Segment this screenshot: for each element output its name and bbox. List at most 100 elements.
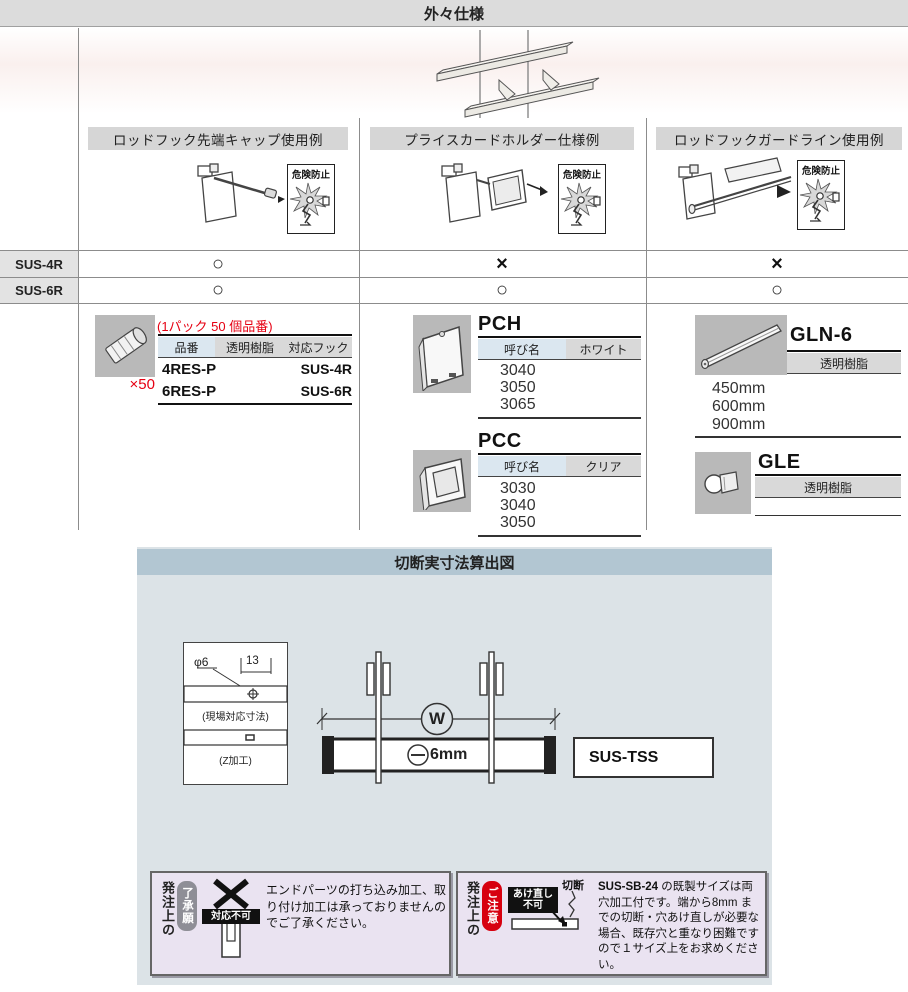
detail-drawing-lines <box>183 658 288 746</box>
order-note-box-1: 発注上の 了承願 対応不可 エンドパーツの打ち込み加工、取り付け加工は承っており… <box>150 871 451 976</box>
no-redrill-badge-line1: あけ直し <box>513 888 553 900</box>
gln-product-image <box>695 315 787 375</box>
phi6-label: φ6 <box>194 655 209 669</box>
gln-title: GLN-6 <box>790 323 853 346</box>
note2-badge: ご注意 <box>482 881 502 931</box>
hazard-box-col3: 危険防止 <box>797 160 845 230</box>
gln-bottom-rule <box>695 436 901 438</box>
pcc-product-image <box>413 450 471 512</box>
note2-text: SUS-SB-24 の既製サイズは両穴加工付です。端から8mm までの切断・穴あ… <box>598 880 762 973</box>
row-line-top <box>0 250 908 251</box>
pch-header-name: 呼び名 <box>478 339 566 359</box>
gln-size-3: 900mm <box>712 416 766 433</box>
res-title-rule <box>158 334 352 336</box>
res-cap-illustration <box>105 327 147 364</box>
model-sus4r: SUS-4R <box>15 256 63 272</box>
compat-cell-4r-col2: × <box>496 252 508 275</box>
cut-section-title: 切断実寸法算出図 <box>394 554 515 572</box>
pcc-holder-illustration <box>419 458 466 510</box>
pch-bottom-rule <box>478 417 641 419</box>
cut-section-title-band: 切断実寸法算出図 <box>137 549 772 575</box>
hazard-box-col2: 危険防止 <box>558 164 606 234</box>
pch-header-color: ホワイト <box>566 339 641 359</box>
hazard-label-col2: 危険防止 <box>562 170 601 181</box>
res-header-hook: 対応フック <box>285 337 352 357</box>
no-redrill-badge: あけ直し不可 <box>513 889 553 912</box>
column-header-guard-line-label: ロッドフックガードライン使用例 <box>674 132 884 148</box>
top-rails-illustration <box>436 30 600 118</box>
compat-cell-4r-col1: ○ <box>211 252 225 275</box>
hazard-burst-icon <box>799 178 840 222</box>
pcc-header-name: 呼び名 <box>478 456 566 476</box>
minus-6mm-label: 6mm <box>430 746 468 763</box>
compat-cell-6r-col1: ○ <box>211 278 225 301</box>
note2-text-bold: SUS-SB-24 <box>598 881 659 893</box>
pch-size-3: 3065 <box>500 395 536 413</box>
res-header-rule <box>158 357 352 358</box>
note2-text-body: の既製サイズは両穴加工付です。端から8mm までの切断・穴あけ直しが必要な場合、… <box>598 881 759 971</box>
compat-cell-6r-col3: ○ <box>770 278 784 301</box>
sus-tss-box: SUS-TSS <box>573 737 714 778</box>
pcc-size-3: 3050 <box>500 513 536 531</box>
divider-col2-col3 <box>646 118 647 530</box>
pch-size-1: 3040 <box>500 361 536 379</box>
gle-material: 透明樹脂 <box>755 477 901 497</box>
res-hook-4: SUS-4R <box>300 361 352 377</box>
pcc-header-color: クリア <box>566 456 641 476</box>
gln-size-1: 450mm <box>712 380 766 397</box>
pch-holder-illustration <box>418 325 464 391</box>
gln-rod-illustration <box>700 324 782 370</box>
hazard-label-col1: 危険防止 <box>291 170 330 181</box>
cut-label: 切断 <box>562 880 584 892</box>
guard-line-usage-illustration <box>678 157 792 220</box>
pcc-header-rule <box>478 476 641 477</box>
res-multiplier: ×50 <box>129 375 155 393</box>
page-title: 外々仕様 <box>423 5 484 23</box>
note1-text: エンドパーツの打ち込み加工、取り付け加工は承っておりませんのでご了承ください。 <box>266 883 446 930</box>
gle-product-image <box>695 452 751 514</box>
no-support-icon: 対応不可 <box>202 877 260 971</box>
res-product-image <box>95 315 155 377</box>
no-support-badge: 対応不可 <box>202 909 260 924</box>
hazard-label-col3: 危険防止 <box>801 166 840 177</box>
res-hook-6: SUS-6R <box>300 383 352 399</box>
compat-row-label-sus4r: SUS-4R <box>0 251 78 277</box>
gle-cap-illustration <box>704 471 739 494</box>
gln-header-rule <box>787 373 901 374</box>
note1-badge: 了承願 <box>177 881 197 931</box>
res-bottom-rule <box>158 403 352 405</box>
gle-bottom-rule <box>755 515 901 516</box>
pch-title-rule <box>478 336 641 338</box>
res-code-4: 4RES-P <box>162 360 217 378</box>
res-code-6: 6RES-P <box>162 382 217 400</box>
site-dimension-note: (現場対応寸法) <box>202 712 269 723</box>
hazard-burst-icon <box>560 182 601 226</box>
z-machining-note: (Z加工) <box>219 756 252 767</box>
hazard-burst-icon <box>289 182 330 226</box>
gln-title-rule <box>787 350 901 352</box>
note2-side-label: 発注上の <box>465 881 480 937</box>
w-label: W <box>428 709 446 728</box>
column-header-rod-cap-label: ロッドフック先端キャップ使用例 <box>113 132 323 148</box>
no-redrill-badge-line2: 不可 <box>523 900 543 911</box>
sus-tss-label: SUS-TSS <box>589 748 659 766</box>
model-sus6r: SUS-6R <box>15 283 63 298</box>
res-header-code: 品番 <box>158 337 215 357</box>
pch-header-rule <box>478 359 641 360</box>
pcc-title: PCC <box>478 429 522 452</box>
res-header-material: 透明樹脂 <box>215 337 285 357</box>
column-header-rod-cap: ロッドフック先端キャップ使用例 <box>88 127 348 150</box>
column-header-price-card-label: プライスカードホルダー仕様例 <box>404 132 600 148</box>
order-note-box-2: 発注上の ご注意 切断 あけ直し不可 SUS-SB-24 の既製サイズは両穴加工… <box>456 871 767 976</box>
page-title-band: 外々仕様 <box>0 0 908 27</box>
compat-cell-4r-col3: × <box>771 252 783 275</box>
gle-header-rule <box>755 497 901 498</box>
column-header-price-card: プライスカードホルダー仕様例 <box>370 127 634 150</box>
row-line-bottom <box>0 303 908 304</box>
gle-title-rule <box>755 474 901 476</box>
no-redrill-icon: 切断 あけ直し不可 <box>506 877 594 971</box>
note1-side-label: 発注上の <box>160 881 175 937</box>
res-pack-note: (1パック 50 個品番) <box>157 318 273 334</box>
pcc-size-1: 3030 <box>500 479 536 497</box>
